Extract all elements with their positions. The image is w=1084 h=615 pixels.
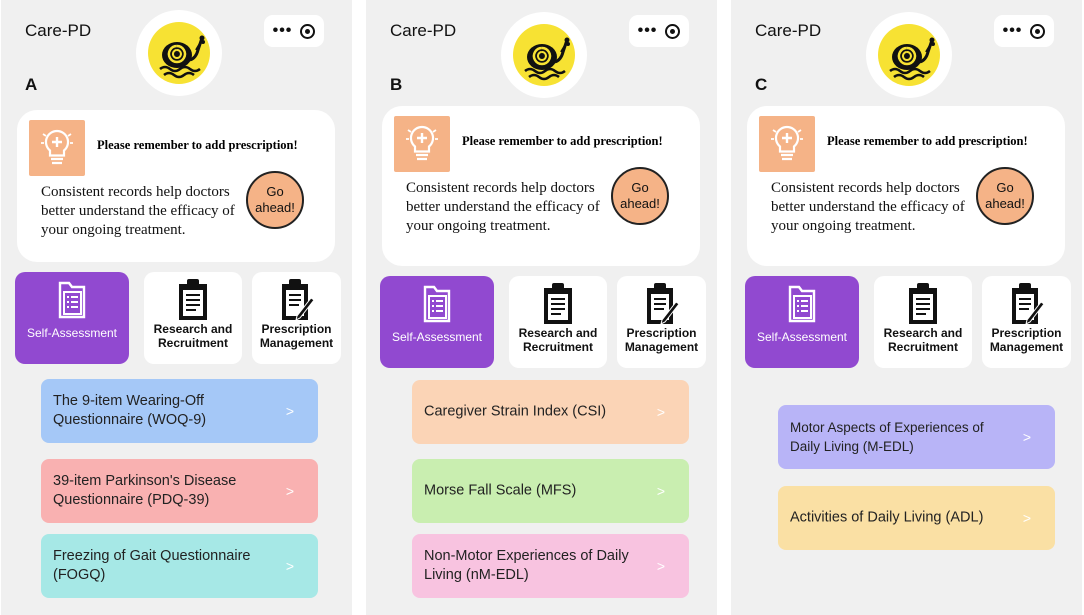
chevron-right-icon: >	[1022, 429, 1031, 445]
reminder-title: Please remember to add prescription!	[97, 138, 298, 152]
phone-screen-c: Care-PD ••• C Please remember	[731, 0, 1082, 615]
tab-label: Prescription Management	[989, 326, 1064, 354]
tab-label: Self-Assessment	[756, 330, 848, 344]
target-icon[interactable]	[665, 23, 681, 39]
tab-research-recruitment[interactable]: Research and Recruitment	[144, 272, 242, 364]
tab-label: Prescription Management	[624, 326, 699, 354]
more-dots-icon[interactable]: •••	[1002, 22, 1023, 39]
questionnaire-label: Non-Motor Experiences of Daily Living (n…	[424, 548, 629, 583]
chevron-right-icon: >	[285, 403, 294, 419]
mini-program-menu[interactable]: •••	[994, 15, 1054, 47]
reminder-body: Consistent records help doctors better u…	[41, 184, 235, 238]
chevron-right-icon: >	[285, 558, 294, 574]
tab-research-recruitment[interactable]: Research and Recruitment	[509, 276, 607, 368]
tab-self-assessment[interactable]: Self-Assessment	[15, 272, 129, 364]
tab-prescription-management[interactable]: Prescription Management	[617, 276, 706, 368]
phone-screen-a: Care-PD ••• A Please remember	[1, 0, 352, 615]
snail-logo-icon	[501, 12, 587, 98]
chevron-right-icon: >	[656, 483, 665, 499]
folder-checklist-icon	[423, 285, 451, 323]
mini-program-menu[interactable]: •••	[629, 15, 689, 47]
questionnaire-button[interactable]: Caregiver Strain Index (CSI) >	[412, 380, 689, 444]
snail-logo-icon	[866, 12, 952, 98]
app-title: Care-PD	[25, 21, 92, 40]
tab-label: Self-Assessment	[391, 330, 483, 344]
tab-label: Research and Recruitment	[518, 326, 598, 354]
tab-prescription-management[interactable]: Prescription Management	[982, 276, 1071, 368]
prescription-reminder-card: Please remember to add prescription! Con…	[747, 106, 1065, 266]
questionnaire-label: The 9-item Wearing-Off Questionnaire (WO…	[53, 393, 207, 428]
clipboard-icon	[179, 279, 207, 320]
reminder-body: Consistent records help doctors better u…	[771, 180, 965, 234]
panel-label: C	[755, 75, 768, 94]
questionnaire-label: 39-item Parkinson's Disease Questionnair…	[53, 473, 237, 508]
tab-label: Research and Recruitment	[883, 326, 963, 354]
chevron-right-icon: >	[656, 558, 665, 574]
target-icon[interactable]	[1030, 23, 1046, 39]
tab-label: Prescription Management	[259, 322, 334, 350]
app-title: Care-PD	[755, 21, 822, 40]
lightbulb-plus-icon	[759, 116, 815, 172]
lightbulb-plus-icon	[394, 116, 450, 172]
tab-research-recruitment[interactable]: Research and Recruitment	[874, 276, 972, 368]
questionnaire-button[interactable]: Freezing of Gait Questionnaire (FOGQ) >	[41, 534, 318, 598]
app-title: Care-PD	[390, 21, 457, 40]
chevron-right-icon: >	[1022, 510, 1031, 526]
more-dots-icon[interactable]: •••	[637, 22, 658, 39]
questionnaire-label: Morse Fall Scale (MFS)	[424, 482, 577, 499]
folder-checklist-icon	[788, 285, 816, 323]
questionnaire-button[interactable]: 39-item Parkinson's Disease Questionnair…	[41, 459, 318, 523]
go-ahead-button[interactable]: Go ahead!	[611, 167, 669, 225]
questionnaire-button[interactable]: Non-Motor Experiences of Daily Living (n…	[412, 534, 689, 598]
clipboard-icon	[909, 283, 937, 324]
more-dots-icon[interactable]: •••	[272, 22, 293, 39]
clipboard-pen-icon	[282, 279, 315, 321]
reminder-body: Consistent records help doctors better u…	[406, 180, 600, 234]
questionnaire-button[interactable]: Motor Aspects of Experiences of Daily Li…	[778, 405, 1055, 469]
panel-label: B	[390, 75, 403, 94]
chevron-right-icon: >	[285, 483, 294, 499]
questionnaire-button[interactable]: Activities of Daily Living (ADL) >	[778, 486, 1055, 550]
snail-logo-icon	[136, 10, 222, 96]
target-icon[interactable]	[300, 23, 316, 39]
questionnaire-button[interactable]: Morse Fall Scale (MFS) >	[412, 459, 689, 523]
phone-screen-b: Care-PD ••• B Please remember	[366, 0, 717, 615]
questionnaire-label: Activities of Daily Living (ADL)	[790, 509, 984, 526]
tab-prescription-management[interactable]: Prescription Management	[252, 272, 341, 364]
mini-program-menu[interactable]: •••	[264, 15, 324, 47]
tab-label: Self-Assessment	[26, 326, 118, 340]
questionnaire-button[interactable]: The 9-item Wearing-Off Questionnaire (WO…	[41, 379, 318, 443]
go-ahead-button[interactable]: Go ahead!	[246, 171, 304, 229]
tab-self-assessment[interactable]: Self-Assessment	[745, 276, 859, 368]
prescription-reminder-card: Please remember to add prescription! Con…	[17, 110, 335, 262]
questionnaire-label: Motor Aspects of Experiences of Daily Li…	[790, 420, 984, 454]
clipboard-pen-icon	[1012, 283, 1045, 325]
reminder-title: Please remember to add prescription!	[827, 134, 1028, 148]
clipboard-pen-icon	[647, 283, 680, 325]
prescription-reminder-card: Please remember to add prescription! Con…	[382, 106, 700, 266]
chevron-right-icon: >	[656, 404, 665, 420]
clipboard-icon	[544, 283, 572, 324]
questionnaire-label: Freezing of Gait Questionnaire (FOGQ)	[53, 548, 251, 583]
lightbulb-plus-icon	[29, 120, 85, 176]
tab-label: Research and Recruitment	[153, 322, 233, 350]
questionnaire-label: Caregiver Strain Index (CSI)	[424, 403, 607, 420]
folder-checklist-icon	[58, 281, 86, 319]
tab-self-assessment[interactable]: Self-Assessment	[380, 276, 494, 368]
panel-label: A	[25, 75, 38, 94]
reminder-title: Please remember to add prescription!	[462, 134, 663, 148]
go-ahead-button[interactable]: Go ahead!	[976, 167, 1034, 225]
